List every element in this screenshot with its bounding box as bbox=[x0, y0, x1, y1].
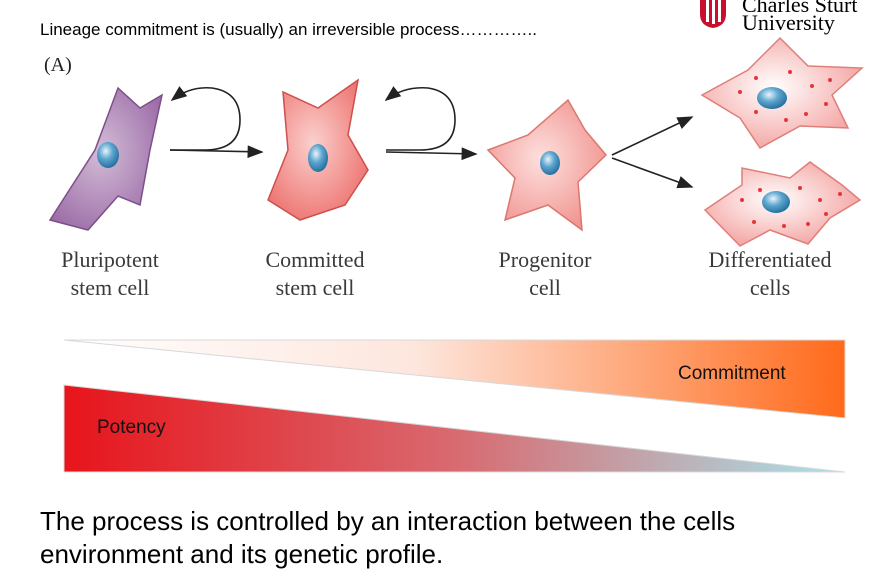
committed-stem-cell bbox=[267, 78, 369, 221]
self-renewal-arrow bbox=[384, 86, 456, 151]
branch-arrow-lower bbox=[611, 157, 694, 189]
branch-arrow-upper bbox=[611, 116, 694, 156]
university-name-line1: Charles Sturt bbox=[742, 0, 858, 17]
differentiated-cell-lower bbox=[703, 161, 862, 247]
university-logo: Charles Sturt University bbox=[680, 0, 890, 34]
university-name-line2: University bbox=[742, 10, 835, 35]
differentiation-arrow bbox=[385, 147, 478, 161]
commitment-potency-gradients bbox=[63, 339, 846, 473]
differentiation-arrow bbox=[169, 145, 264, 159]
lineage-diagram bbox=[48, 36, 864, 247]
commitment-wedge bbox=[63, 339, 846, 419]
cell-label-progenitor: Progenitor cell bbox=[498, 247, 592, 300]
self-renewal-arrow bbox=[170, 86, 241, 151]
progenitor-cell bbox=[486, 98, 608, 232]
slide-title: Lineage commitment is (usually) an irrev… bbox=[40, 20, 537, 39]
university-name: Charles Sturt University bbox=[742, 0, 858, 35]
potency-wedge bbox=[63, 384, 846, 473]
nucleus-icon bbox=[757, 87, 787, 109]
commitment-label: Commitment bbox=[678, 363, 786, 384]
differentiated-cell-upper bbox=[700, 36, 864, 149]
panel-label: (A) bbox=[44, 54, 72, 76]
potency-label: Potency bbox=[97, 417, 166, 438]
nucleus-icon bbox=[97, 142, 119, 168]
cell-label-differentiated: Differentiated cells bbox=[708, 247, 832, 300]
university-logo-icon bbox=[700, 0, 726, 28]
footer-statement: The process is controlled by an interact… bbox=[40, 506, 736, 569]
nucleus-icon bbox=[540, 151, 560, 175]
cell-label-pluripotent: Pluripotent stem cell bbox=[61, 247, 159, 300]
nucleus-icon bbox=[308, 144, 328, 172]
pluripotent-stem-cell bbox=[48, 86, 164, 231]
cell-label-committed: Committed stem cell bbox=[265, 247, 365, 300]
nucleus-icon bbox=[762, 191, 790, 213]
